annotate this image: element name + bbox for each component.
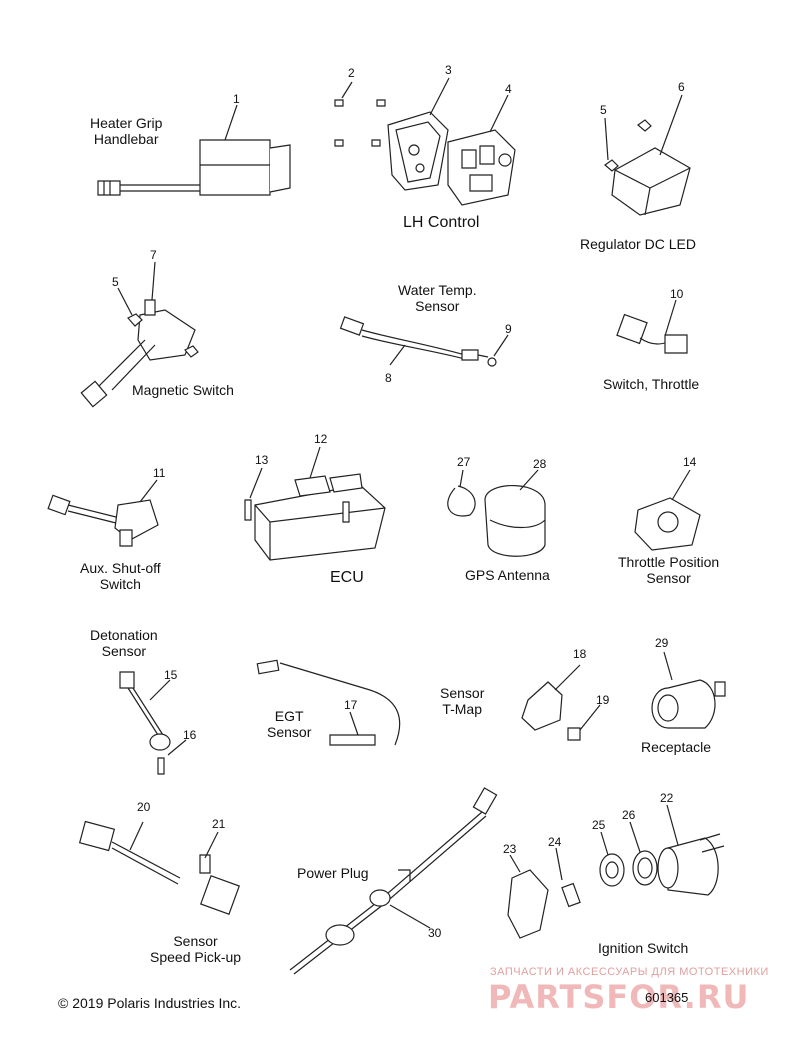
ecu-drawing	[245, 447, 385, 560]
callout-6: 6	[678, 80, 685, 94]
lh-control-switch-drawing	[448, 95, 515, 205]
callout-13: 13	[255, 453, 269, 467]
callout-15: 15	[164, 668, 178, 682]
callout-1: 1	[233, 92, 240, 106]
water-temp-sensor-drawing	[341, 317, 508, 366]
speed-pickup-sensor-drawing	[80, 821, 240, 914]
regulator-drawing	[605, 95, 690, 215]
screws-drawing	[335, 82, 385, 146]
receptacle-drawing	[652, 652, 725, 728]
callout-7: 7	[150, 248, 157, 262]
label-heater-grip: Heater Grip Handlebar	[90, 115, 163, 147]
label-tmap: Sensor T-Map	[440, 685, 485, 717]
callout-9: 9	[505, 322, 512, 336]
label-speed-pickup: Sensor Speed Pick-up	[150, 933, 242, 965]
callout-10: 10	[670, 287, 684, 301]
watermark-tagline: ЗАПЧАСТИ И АКСЕССУАРЫ ДЛЯ МОТОТЕХНИКИ	[490, 966, 769, 978]
callout-14: 14	[683, 455, 697, 469]
label-ignition-switch: Ignition Switch	[598, 940, 689, 956]
label-detonation: Detonation Sensor	[90, 627, 158, 659]
tmap-sensor-drawing	[522, 665, 600, 740]
label-aux-shutoff: Aux. Shut-off Switch	[80, 560, 161, 592]
callout-19: 19	[596, 693, 610, 707]
callout-26: 26	[622, 808, 636, 822]
throttle-position-sensor-drawing	[635, 470, 700, 550]
label-lh-control: LH Control	[403, 214, 480, 231]
label-gps-antenna: GPS Antenna	[465, 567, 550, 583]
callout-24: 24	[548, 835, 562, 849]
label-magnetic-switch: Magnetic Switch	[132, 382, 234, 398]
label-regulator: Regulator DC LED	[580, 236, 696, 252]
callout-23: 23	[503, 842, 517, 856]
copyright-text: © 2019 Polaris Industries Inc.	[58, 995, 242, 1011]
ignition-switch-drawing	[508, 805, 724, 938]
callout-28: 28	[533, 457, 547, 471]
label-switch-throttle: Switch, Throttle	[603, 376, 700, 392]
callout-3: 3	[445, 63, 452, 77]
callout-17: 17	[344, 698, 358, 712]
callout-5a: 5	[600, 103, 607, 117]
callout-18: 18	[573, 647, 587, 661]
label-receptacle: Receptacle	[641, 739, 712, 755]
callout-12: 12	[314, 432, 328, 446]
magnetic-switch-drawing	[81, 262, 198, 407]
drawing-number: 601365	[645, 990, 689, 1005]
callout-25: 25	[592, 818, 606, 832]
heater-grip-drawing	[98, 105, 290, 195]
label-throttle-position: Throttle Position Sensor	[618, 554, 720, 586]
callout-8: 8	[385, 371, 392, 385]
detonation-sensor-drawing	[120, 672, 186, 774]
lh-control-housing-drawing	[388, 78, 449, 190]
label-water-temp: Water Temp. Sensor	[398, 282, 477, 314]
gps-antenna-drawing	[448, 470, 545, 556]
power-plug-drawing	[290, 788, 497, 974]
switch-throttle-drawing	[617, 300, 687, 353]
callout-16: 16	[183, 728, 197, 742]
callout-27: 27	[457, 455, 471, 469]
label-egt: EGT Sensor	[267, 708, 312, 740]
callout-4: 4	[505, 82, 512, 96]
callout-21: 21	[212, 817, 226, 831]
callout-29: 29	[655, 636, 669, 650]
callout-2: 2	[348, 66, 355, 80]
watermark-logo: PARTSFOR.RU	[488, 978, 750, 1016]
callout-20: 20	[137, 800, 151, 814]
callout-22: 22	[660, 791, 674, 805]
callout-11: 11	[153, 466, 166, 480]
aux-shutoff-switch-drawing	[48, 480, 158, 546]
label-power-plug: Power Plug	[297, 865, 369, 881]
egt-sensor-drawing	[257, 660, 399, 745]
label-ecu: ECU	[330, 569, 364, 586]
callout-5b: 5	[112, 275, 119, 289]
callout-30: 30	[428, 926, 442, 940]
